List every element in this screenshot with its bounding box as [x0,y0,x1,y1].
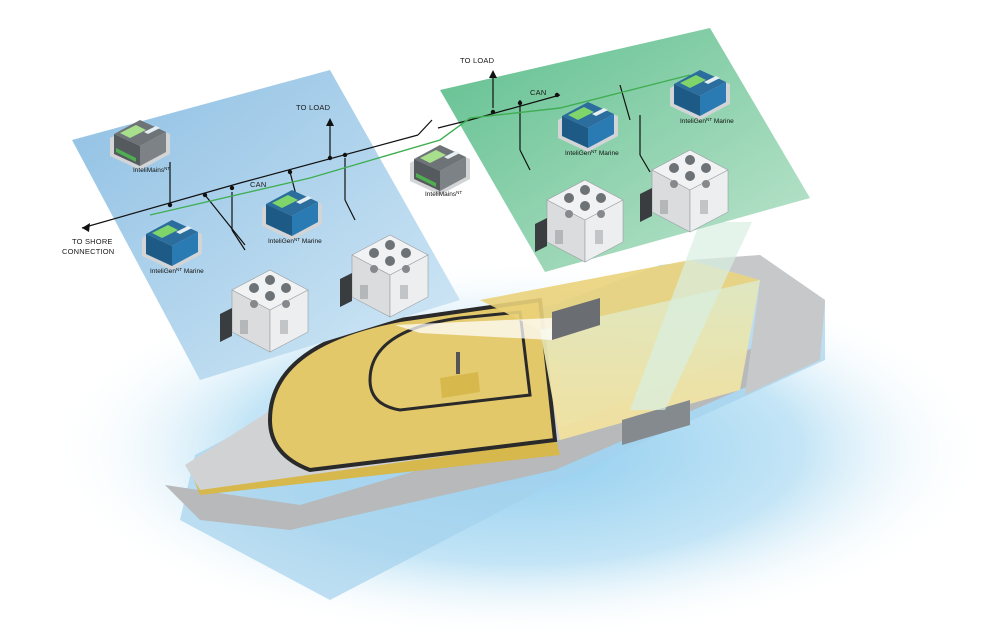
gen-right-1-label: InteliGenNT Marine [565,149,619,157]
mains-center-label: InteliMainsNT [425,190,462,198]
engine-room-box-front [552,298,600,340]
bus-nodes [167,92,560,208]
to-shore-label-line2: CONNECTION [62,247,114,256]
right-system-panel [440,28,810,272]
shore-arrow [82,223,90,232]
can-left-label: CAN [250,180,266,189]
can-right-label: CAN [530,88,546,97]
power-bus [81,72,651,251]
gen-right-2-label: InteliGenNT Marine [680,117,734,125]
to-load-right-label: TO LOAD [460,56,495,65]
load-arrow-left [326,118,334,126]
load-arrow-right [489,70,497,78]
mains-left-label: InteliMainsNT [133,166,170,174]
can-bus [149,74,691,216]
inteli-mains-center [410,145,470,195]
gen-left-1-label: InteliGenNT Marine [150,267,204,275]
ship-hull [165,320,820,530]
gen-left-2-label: InteliGenNT Marine [268,237,322,245]
to-load-left-label: TO LOAD [296,103,331,112]
to-shore-label-line1: TO SHORE [72,237,113,246]
engine-room-box-rear [622,400,690,445]
